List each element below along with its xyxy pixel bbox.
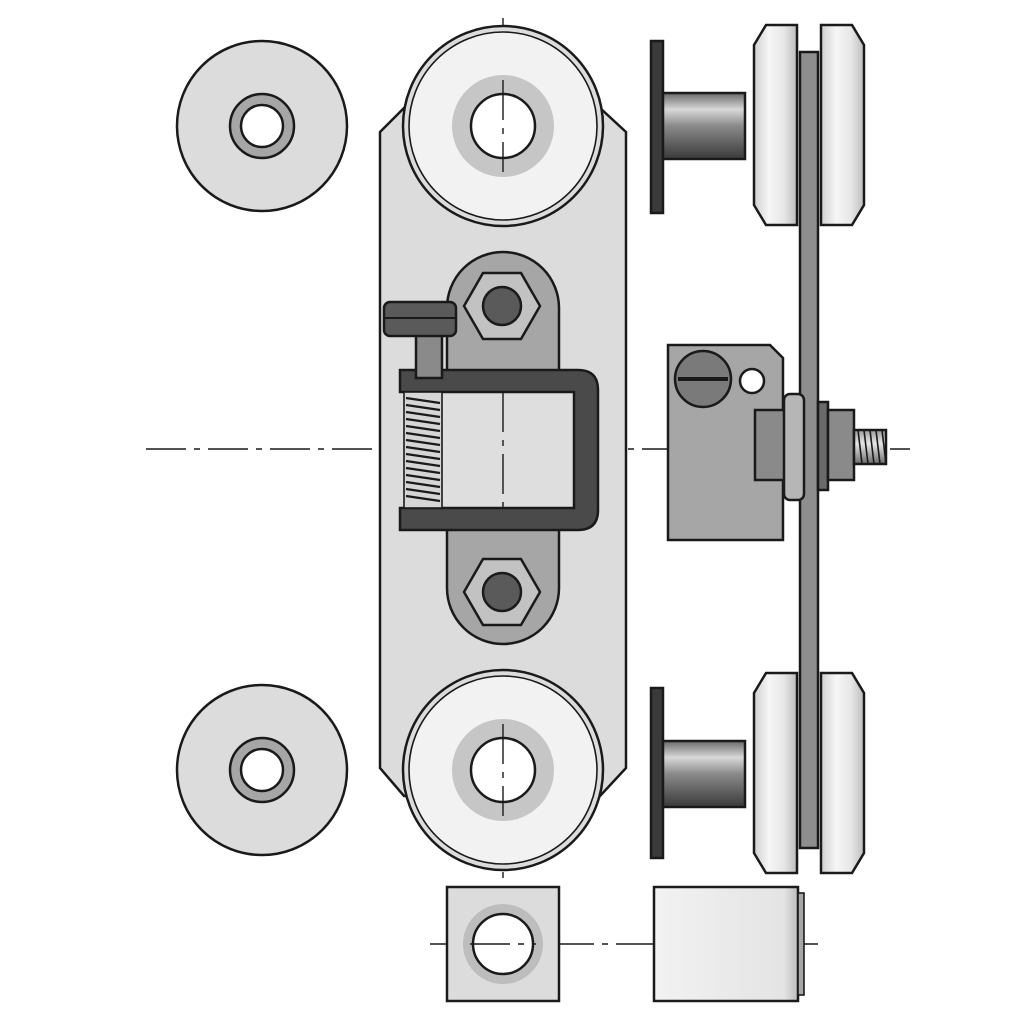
axle-pin-icon: [649, 686, 665, 860]
side-roller-top: [752, 23, 866, 227]
threaded-bolt-icon: [753, 392, 888, 502]
clamp-block: [435, 386, 577, 516]
roller-bottom: [401, 668, 605, 872]
roller-icon: [752, 671, 799, 875]
cylinder-sleeve-icon: [652, 885, 805, 1003]
roller-top: [401, 24, 605, 228]
washer-bottom-left: [175, 683, 349, 857]
axle-pin-bottom: [649, 686, 747, 860]
u-bracket: [398, 368, 600, 532]
spring-icon: [403, 391, 443, 509]
axle-pin-icon: [649, 39, 665, 215]
axle-pin-top: [649, 39, 747, 215]
roller-icon: [752, 23, 799, 227]
clamp-screw-icon: [382, 300, 458, 380]
side-roller-bottom: [752, 671, 866, 875]
washer-top-left: [175, 39, 349, 213]
hex-nut-bottom: [462, 557, 542, 627]
hex-nut-top: [462, 271, 542, 341]
